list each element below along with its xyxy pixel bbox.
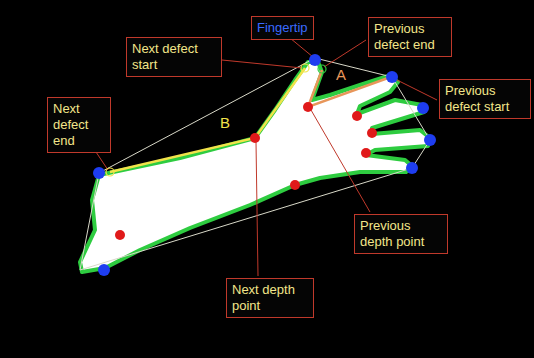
depth-dots xyxy=(115,102,377,240)
callout-box: Previous defect end xyxy=(368,17,452,57)
segment-label: A xyxy=(336,66,346,83)
callout-box: Next defect end xyxy=(47,97,111,153)
callout-text: Fingertip xyxy=(257,20,308,36)
callout-text: Next defect end xyxy=(53,101,105,149)
segment-label: B xyxy=(220,114,230,131)
callout-box: Previous defect start xyxy=(439,79,531,119)
callout-box: Fingertip xyxy=(251,16,314,40)
defect-a-lines xyxy=(308,70,388,107)
callout-text: Previous defect start xyxy=(445,83,525,115)
callout-text: Next defect start xyxy=(132,41,216,73)
point-rings xyxy=(106,64,326,176)
callout-box: Previous depth point xyxy=(354,214,448,254)
callout-text: Previous defect end xyxy=(374,21,446,53)
defect-b-lines xyxy=(110,68,305,172)
callout-text: Previous depth point xyxy=(360,218,442,250)
callout-box: Next defect start xyxy=(126,37,222,77)
callout-text: Next depth point xyxy=(232,282,308,314)
callout-box: Next depth point xyxy=(226,278,314,318)
